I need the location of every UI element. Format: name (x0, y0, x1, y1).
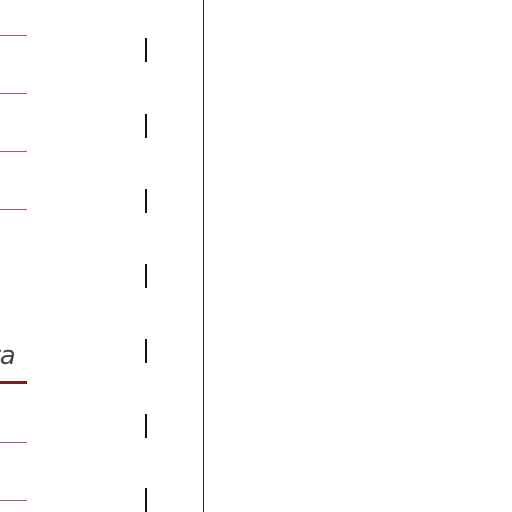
left-panel: ra (0, 0, 204, 512)
vertical-tick-1 (145, 38, 147, 62)
row-underline-4[interactable] (0, 209, 27, 210)
vertical-tick-7 (145, 488, 147, 512)
blank-content-panel (204, 0, 512, 512)
vertical-tick-2 (145, 114, 147, 138)
vertical-tick-5 (145, 339, 147, 363)
active-row-label[interactable]: ra (0, 341, 16, 371)
vertical-tick-4 (145, 264, 147, 288)
vertical-tick-3 (145, 189, 147, 213)
row-underline-2[interactable] (0, 93, 27, 94)
vertical-tick-6 (145, 414, 147, 438)
active-row-underline[interactable] (0, 381, 27, 384)
row-underline-1[interactable] (0, 35, 27, 36)
row-underline-7[interactable] (0, 500, 27, 501)
row-underline-3[interactable] (0, 151, 27, 152)
row-underline-6[interactable] (0, 442, 27, 443)
